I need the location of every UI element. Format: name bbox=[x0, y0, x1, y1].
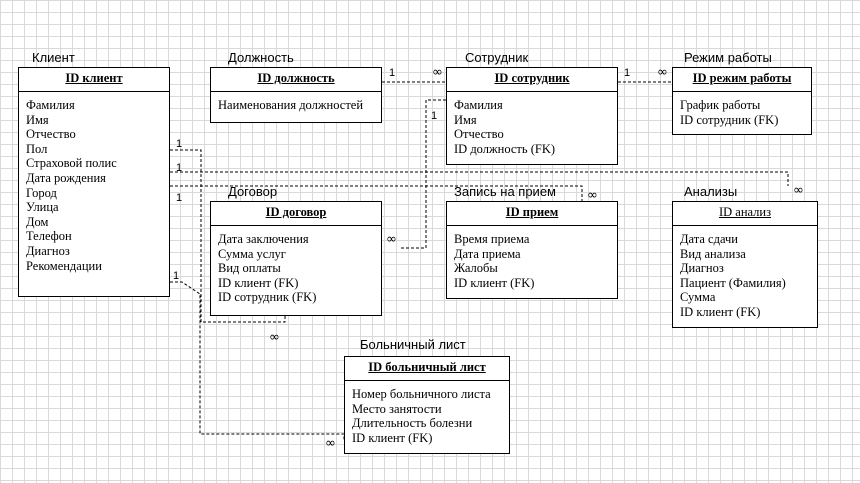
attribute: Телефон bbox=[26, 229, 72, 244]
position-key: ID должность bbox=[211, 68, 381, 92]
attribute: Отчество bbox=[26, 127, 76, 142]
link-client-analyses bbox=[170, 171, 789, 186]
entity-analyses[interactable]: ID анализ Дата сдачи Вид анализа Диагноз… bbox=[672, 201, 818, 328]
client-title: Клиент bbox=[32, 50, 75, 65]
cardinality-many: ∞ bbox=[269, 330, 280, 345]
sick-leave-attributes: Номер больничного листа Место занятости … bbox=[345, 381, 509, 449]
attribute: Фамилия bbox=[26, 98, 75, 112]
employee-title: Сотрудник bbox=[465, 50, 529, 65]
sick-leave-key: ID больничный лист bbox=[345, 357, 509, 381]
attribute: Дата приема bbox=[454, 246, 521, 261]
contract-attributes: Дата заключения Сумма услуг Вид оплаты I… bbox=[211, 226, 381, 309]
attribute: Наименования должностей bbox=[218, 98, 364, 112]
analyses-attributes: Дата сдачи Вид анализа Диагноз Пациент (… bbox=[673, 226, 817, 324]
sick-leave-title: Больничный лист bbox=[360, 337, 466, 352]
appointment-title: Запись на прием bbox=[454, 184, 556, 199]
cardinality-many: ∞ bbox=[432, 65, 443, 80]
link-client-appointment bbox=[170, 185, 583, 203]
entity-client[interactable]: ID клиент Фамилия Имя Отчество Пол Страх… bbox=[18, 67, 170, 297]
attribute: Рекомендации bbox=[26, 258, 102, 273]
cardinality-many: ∞ bbox=[386, 232, 397, 247]
cardinality-many: ∞ bbox=[587, 188, 598, 203]
schedule-key: ID режим работы bbox=[673, 68, 811, 92]
attribute: Диагноз bbox=[680, 261, 724, 276]
attribute: ID клиент (FK) bbox=[218, 275, 299, 290]
entity-appointment[interactable]: ID прием Время приема Дата приема Жалобы… bbox=[446, 201, 618, 299]
attribute: ID клиент (FK) bbox=[454, 275, 535, 290]
attribute: Имя bbox=[454, 112, 477, 127]
attribute: Дата рождения bbox=[26, 170, 106, 185]
position-title: Должность bbox=[228, 50, 294, 65]
attribute: Дом bbox=[26, 214, 49, 229]
attribute: Сумма bbox=[680, 290, 716, 305]
cardinality-one: 1 bbox=[389, 67, 396, 79]
attribute: Дата сдачи bbox=[680, 232, 738, 246]
entity-contract[interactable]: ID договор Дата заключения Сумма услуг В… bbox=[210, 201, 382, 316]
link-employee-contract bbox=[400, 99, 446, 249]
appointment-key: ID прием bbox=[447, 202, 617, 226]
schedule-attributes: График работы ID сотрудник (FK) bbox=[673, 92, 811, 131]
contract-key: ID договор bbox=[211, 202, 381, 226]
attribute: ID клиент (FK) bbox=[680, 304, 761, 319]
entity-schedule[interactable]: ID режим работы График работы ID сотрудн… bbox=[672, 67, 812, 135]
cardinality-one: 1 bbox=[431, 110, 438, 122]
analyses-key: ID анализ bbox=[673, 202, 817, 226]
position-attributes: Наименования должностей bbox=[211, 92, 381, 117]
schedule-title: Режим работы bbox=[684, 50, 772, 65]
cardinality-one: 1 bbox=[176, 162, 183, 174]
link-client-contract bbox=[170, 149, 286, 323]
attribute: Диагноз bbox=[26, 243, 70, 258]
attribute: Имя bbox=[26, 112, 49, 127]
entity-employee[interactable]: ID сотрудник Фамилия Имя Отчество ID дол… bbox=[446, 67, 618, 165]
link-client-sickleave bbox=[170, 281, 345, 440]
attribute: Страховой полис bbox=[26, 156, 117, 171]
attribute: Пациент (Фамилия) bbox=[680, 275, 786, 290]
cardinality-many: ∞ bbox=[325, 436, 336, 451]
appointment-attributes: Время приема Дата приема Жалобы ID клиен… bbox=[447, 226, 617, 294]
attribute: Фамилия bbox=[454, 98, 503, 112]
attribute: ID должность (FK) bbox=[454, 141, 556, 156]
entity-position[interactable]: ID должность Наименования должностей bbox=[210, 67, 382, 123]
cardinality-one: 1 bbox=[176, 138, 183, 150]
cardinality-one: 1 bbox=[176, 192, 183, 204]
attribute: Вид оплаты bbox=[218, 261, 281, 276]
entity-sick-leave[interactable]: ID больничный лист Номер больничного лис… bbox=[344, 356, 510, 454]
client-key: ID клиент bbox=[19, 68, 169, 92]
attribute: Дата заключения bbox=[218, 232, 309, 246]
attribute: ID сотрудник (FK) bbox=[218, 290, 317, 305]
attribute: Отчество bbox=[454, 127, 504, 142]
cardinality-one: 1 bbox=[624, 67, 631, 79]
cardinality-many: ∞ bbox=[793, 183, 804, 198]
attribute: Номер больничного листа bbox=[352, 387, 491, 401]
employee-attributes: Фамилия Имя Отчество ID должность (FK) bbox=[447, 92, 617, 160]
attribute: Улица bbox=[26, 200, 59, 215]
attribute: Время приема bbox=[454, 232, 530, 246]
attribute: Жалобы bbox=[454, 261, 498, 276]
attribute: Вид анализа bbox=[680, 246, 746, 261]
attribute: Место занятости bbox=[352, 401, 442, 416]
cardinality-one: 1 bbox=[173, 270, 180, 282]
attribute: Сумма услуг bbox=[218, 246, 286, 261]
attribute: Город bbox=[26, 185, 57, 200]
employee-key: ID сотрудник bbox=[447, 68, 617, 92]
contract-title: Договор bbox=[228, 184, 278, 199]
client-attributes: Фамилия Имя Отчество Пол Страховой полис… bbox=[19, 92, 169, 277]
attribute: Пол bbox=[26, 141, 48, 156]
attribute: ID клиент (FK) bbox=[352, 430, 433, 445]
cardinality-many: ∞ bbox=[657, 65, 668, 80]
attribute: ID сотрудник (FK) bbox=[680, 112, 779, 127]
attribute: График работы bbox=[680, 98, 761, 112]
analyses-title: Анализы bbox=[684, 184, 738, 199]
attribute: Длительность болезни bbox=[352, 416, 473, 431]
